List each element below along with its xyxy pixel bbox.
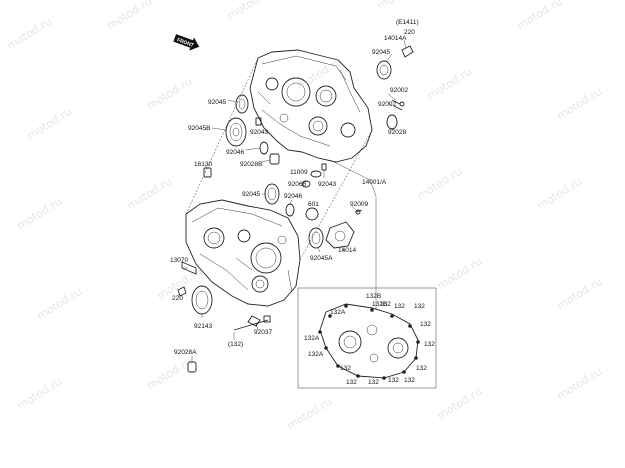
bolt-hole — [336, 364, 340, 368]
bolt-hole — [390, 314, 394, 318]
part-label: 132 — [394, 303, 405, 310]
part-label: 92043 — [250, 129, 268, 136]
part-label: 132 — [414, 303, 425, 310]
part-label: 92045A — [310, 255, 333, 262]
part-label: (132) — [228, 341, 243, 348]
watermark-text: motod.ru — [435, 385, 485, 423]
part-label: 132A — [304, 335, 320, 342]
watermark-text: motod.ru — [555, 85, 605, 123]
part-label: 132B — [366, 293, 381, 300]
bolt-hole — [370, 308, 374, 312]
part-label: 13070 — [170, 257, 188, 264]
part-label: 92009 — [350, 201, 368, 208]
part-label: 220 — [172, 295, 183, 302]
watermark-text: motod.ru — [285, 395, 335, 433]
part-label: 92043 — [318, 181, 336, 188]
part-label: 132 — [380, 301, 391, 308]
part-label: 92046 — [226, 149, 244, 156]
part-label: 132 — [404, 377, 415, 384]
part-label: 92143 — [194, 323, 212, 330]
watermark-text: motod.ru — [125, 175, 175, 213]
leader-lines — [177, 39, 407, 362]
part-label: 220 — [404, 29, 415, 36]
watermark-text: motod.ru — [515, 0, 565, 33]
bolt-hole — [328, 314, 332, 318]
part-label: 132 — [388, 377, 399, 384]
bolt-hole — [382, 376, 386, 380]
part-label: 92037 — [254, 329, 272, 336]
watermark-text: motod.ru — [35, 285, 85, 323]
part-label: 132 — [368, 379, 379, 386]
part-label: 92002 — [378, 101, 396, 108]
upper-crankcase-half — [249, 49, 373, 163]
part-label: 132 — [416, 365, 427, 372]
part-label: 132 — [424, 341, 435, 348]
part-label: 132B — [372, 301, 387, 308]
page-code: (E1411) — [396, 19, 419, 26]
watermark-text: motod.ru — [25, 105, 75, 143]
part-label: 16130 — [194, 161, 212, 168]
part-label: 92045 — [208, 99, 226, 106]
bolt-hole — [402, 370, 406, 374]
watermark-text: motod.ru — [375, 0, 425, 13]
part-label: 92002 — [390, 87, 408, 94]
part-label: 132 — [340, 365, 351, 372]
watermark-text: motod.ru — [535, 175, 585, 213]
watermark-text: motod.ru — [435, 255, 485, 293]
part-label: 92046 — [284, 193, 302, 200]
watermark-text: motod.ru — [425, 65, 475, 103]
part-label: 92045 — [372, 49, 390, 56]
part-label: 11009 — [290, 169, 308, 176]
bolt-hole — [324, 346, 328, 350]
part-label: 132 — [346, 379, 357, 386]
part-label: 92028 — [388, 129, 406, 136]
crankcase-bolt-pattern-view — [297, 287, 437, 389]
watermark-text: motod.ru — [15, 195, 65, 233]
bearings-and-fittings — [177, 45, 414, 373]
bolt-hole — [414, 356, 418, 360]
part-label: 14014A — [384, 35, 407, 42]
part-label: 14001/A — [362, 179, 387, 186]
watermark-text: motod.ru — [555, 365, 605, 403]
watermark-layer: motod.ru motod.ru motod.ru motod.ru motod.ru… — [5, 0, 605, 433]
bolt-hole — [416, 340, 420, 344]
bolt-hole — [356, 374, 360, 378]
part-label: 132A — [330, 309, 346, 316]
watermark-text: motod.ru — [555, 275, 605, 313]
bolt-hole — [344, 304, 348, 308]
watermark-text: motod.ru — [295, 55, 345, 93]
watermark-text: motod.ru — [415, 165, 465, 203]
watermark-text: motod.ru — [105, 0, 155, 33]
part-label: 92066 — [288, 181, 306, 188]
part-number-labels: 14014A220920459204592045B920439204692028… — [170, 29, 435, 386]
lower-crankcase-half — [185, 199, 301, 307]
part-label: 14014 — [338, 247, 356, 254]
part-label: 132A — [308, 351, 324, 358]
watermark-text: motod.ru — [15, 375, 65, 413]
watermark-text: motod.ru — [5, 15, 55, 53]
bolt-hole — [318, 330, 322, 334]
watermark-text: motod.ru — [145, 355, 195, 393]
part-label: 92045B — [188, 125, 210, 132]
front-arrow: FRONT — [173, 34, 200, 51]
part-label: 92028A — [174, 349, 197, 356]
part-label: 92028B — [240, 161, 262, 168]
bolt-hole — [408, 324, 412, 328]
front-arrow-label: FRONT — [176, 37, 194, 49]
watermark-text: motod.ru — [225, 0, 275, 23]
watermark-text: motod.ru — [145, 75, 195, 113]
part-label: 601 — [308, 201, 319, 208]
part-label: 92045 — [242, 191, 260, 198]
part-label: 132 — [420, 321, 431, 328]
